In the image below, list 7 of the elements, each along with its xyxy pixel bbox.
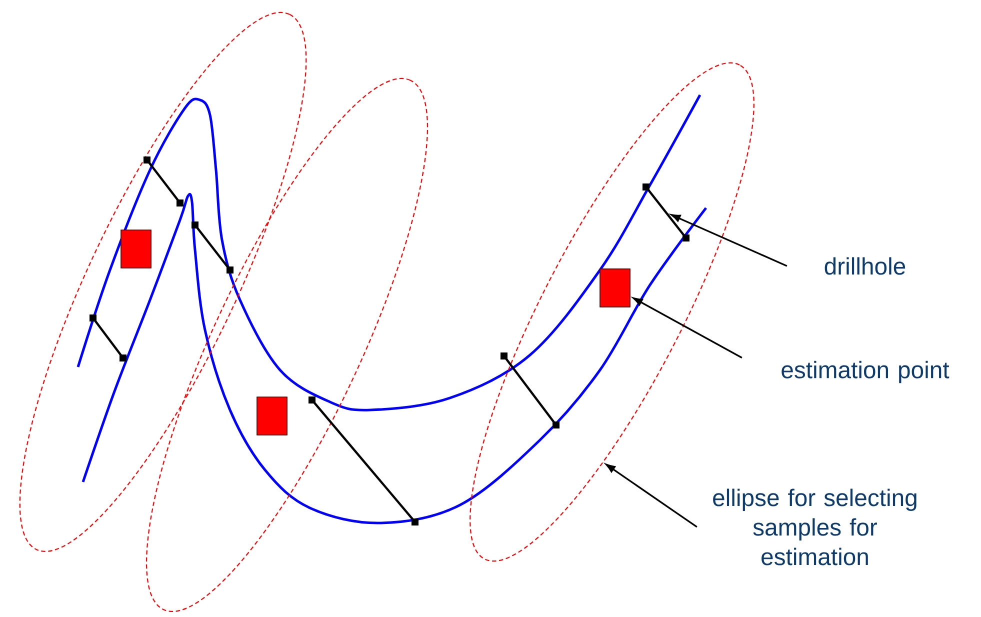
callout-text: ellipse for selecting samples for estimation bbox=[713, 488, 916, 566]
leader-arrow bbox=[670, 214, 788, 267]
callout-text: estimation point bbox=[782, 360, 950, 384]
drillhole-line bbox=[308, 396, 419, 526]
leader-arrow bbox=[632, 297, 742, 358]
leader-arrow bbox=[606, 464, 698, 528]
callout-text: drillhole bbox=[824, 257, 906, 275]
